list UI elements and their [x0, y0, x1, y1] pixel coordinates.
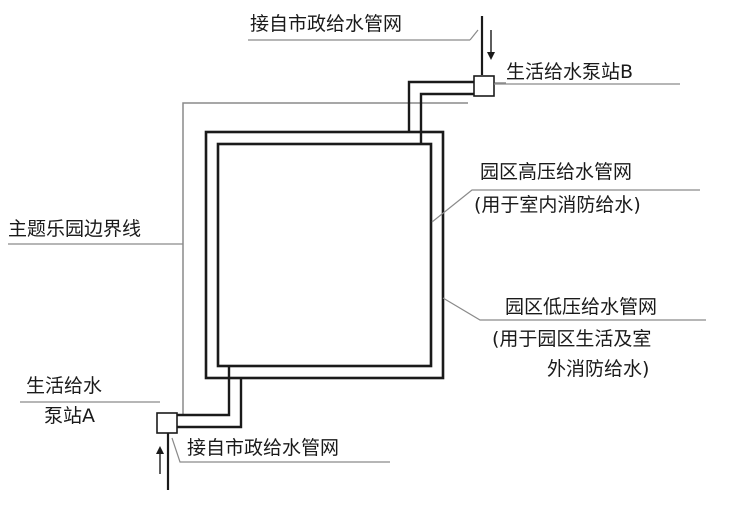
- pump-station-a-box: [156, 412, 178, 434]
- leader-supply-bottom: [171, 437, 390, 463]
- park-boundary-line: [164, 102, 468, 416]
- leader-high-pressure: [431, 189, 700, 223]
- label-municipal-supply-top: 接自市政给水管网: [250, 13, 403, 35]
- leader-low-pressure: [442, 297, 706, 321]
- label-high-pressure-usage: (用于室内消防给水): [474, 194, 641, 216]
- low-pressure-ring: [204, 130, 445, 380]
- municipal-supply-b-arrow-head: [487, 52, 495, 60]
- label-pump-station-b: 生活给水泵站B: [506, 61, 634, 83]
- label-pump-station-a-line1: 生活给水: [26, 375, 103, 397]
- label-park-boundary: 主题乐园边界线: [8, 218, 142, 240]
- label-low-pressure-usage-line1: (用于园区生活及室: [492, 328, 652, 350]
- municipal-supply-a-arrow-head: [156, 446, 164, 454]
- high-pressure-ring: [216, 142, 433, 368]
- label-low-pressure-usage-line2: 外消防给水): [547, 358, 650, 380]
- pump-a-feed-pipe-inner: [176, 378, 243, 429]
- label-pump-station-a-line2: 泵站A: [44, 405, 95, 427]
- pump-b-feed-pipe-outer: [407, 80, 474, 132]
- leader-supply-top-down: [469, 29, 479, 41]
- pump-a-feed-pipe-outer: [176, 366, 231, 417]
- pump-b-feed-pipe-inner: [419, 92, 474, 144]
- label-municipal-supply-bottom: 接自市政给水管网: [187, 437, 340, 459]
- label-high-pressure-network: 园区高压给水管网: [480, 161, 633, 183]
- pump-station-b-box: [473, 75, 495, 97]
- label-low-pressure-network: 园区低压给水管网: [505, 296, 658, 318]
